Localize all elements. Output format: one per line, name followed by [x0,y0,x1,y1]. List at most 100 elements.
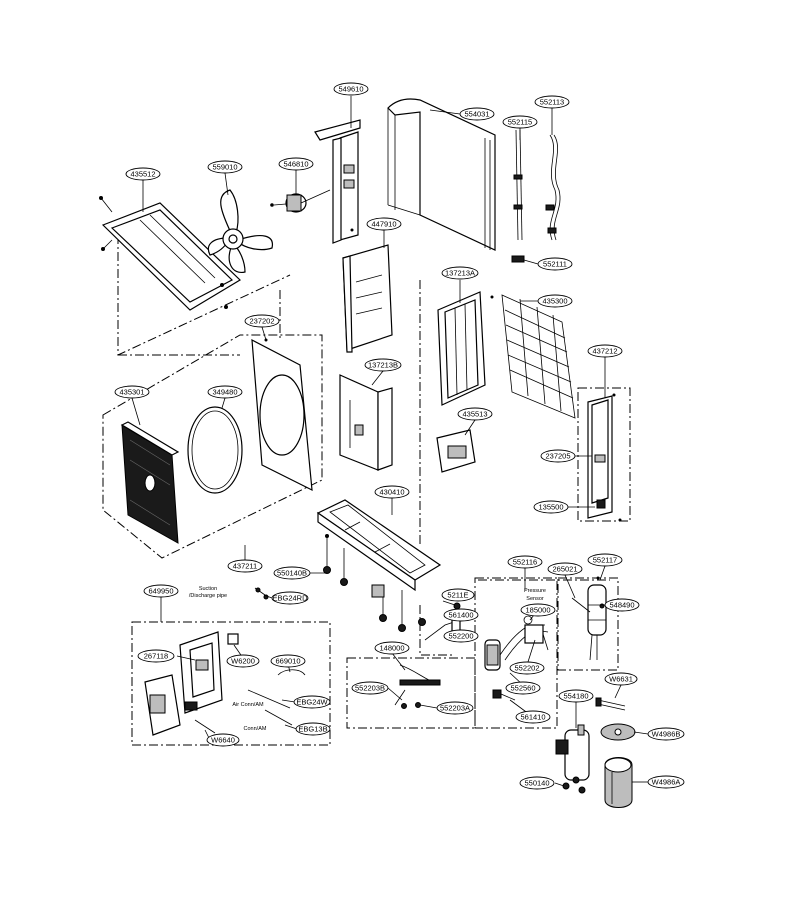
notes: Suction /Discharge pipe Pressure Sensor … [189,586,546,732]
svg-text:447910: 447910 [371,220,396,229]
label-552203A: 552203A [436,701,474,715]
svg-text:552200: 552200 [448,632,473,641]
svg-text:185000: 185000 [525,606,550,615]
svg-text:265021: 265021 [552,565,577,574]
label-W4986A: W4986A [647,775,685,789]
label-552203B: 552203B [351,681,389,695]
label-554180: 554180 [558,689,594,703]
label-561410: 561410 [515,710,551,724]
svg-text:552203A: 552203A [440,704,470,713]
svg-text:552111: 552111 [543,260,567,269]
svg-text:W6200: W6200 [231,657,255,666]
svg-text:435301: 435301 [119,388,144,397]
label-185000: 185000 [520,603,556,617]
label-437212: 437212 [587,344,623,358]
fitting-group-part [394,614,461,709]
svg-text:W6640: W6640 [211,736,235,745]
suction-pipe-part [254,587,269,600]
label-552113: 552113 [534,95,570,109]
label-546810: 546810 [278,157,314,171]
label-552202: 552202 [509,661,545,675]
note-air-conn: Air Conn/AM [232,702,264,708]
svg-text:550140B: 550140B [277,569,307,578]
part-labels: 549610 554031 552115 552113 435512 55901… [114,82,685,790]
label-W6640: W6640 [206,733,240,747]
svg-text:561410: 561410 [520,713,545,722]
fan-shroud-part [251,338,313,492]
label-559010: 559010 [207,160,243,174]
label-649950: 649950 [143,584,179,598]
svg-text:435300: 435300 [542,297,567,306]
label-237202: 237202 [244,314,280,328]
svg-text:437212: 437212 [592,347,617,356]
note-discharge-pipe: /Discharge pipe [189,593,227,599]
label-447910: 447910 [366,217,402,231]
side-frame-part [587,393,622,522]
svg-text:554180: 554180 [563,692,588,701]
label-W4986B: W4986B [647,727,685,741]
svg-text:W4986B: W4986B [652,730,681,739]
svg-text:552203B: 552203B [355,684,385,693]
heater-part [595,697,636,741]
svg-text:552113: 552113 [540,98,564,107]
front-cabinet-part [120,421,180,544]
svg-text:552117: 552117 [593,556,617,565]
note-pressure: Pressure [524,588,546,594]
label-554031: 554031 [459,107,495,121]
leader-lines [131,96,649,787]
condenser-coil-part [387,98,496,251]
svg-text:349480: 349480 [212,388,237,397]
svg-text:549610: 549610 [338,85,363,94]
label-349480: 349480 [207,385,243,399]
propeller-fan-part [207,189,273,273]
group-boundaries [102,235,631,746]
label-430410: 430410 [374,485,410,499]
svg-text:430410: 430410 [379,488,404,497]
partition-plate-part [342,244,393,353]
svg-text:552560: 552560 [510,684,535,693]
label-137213B: 137213B [364,358,402,372]
label-552560: 552560 [505,681,541,695]
svg-text:135500: 135500 [538,503,563,512]
terminal-cover-part [436,429,476,473]
rear-grille-part [437,291,494,406]
label-552200: 552200 [443,629,479,643]
label-267118: 267118 [137,649,175,663]
label-W6631: W6631 [604,672,638,686]
base-pan-part [316,499,442,632]
svg-text:5211E: 5211E [447,591,468,600]
label-EBG24W: EBG24W [293,695,331,709]
svg-text:EBG24W: EBG24W [296,698,328,707]
label-548490: 548490 [604,598,640,612]
label-561400: 561400 [443,608,479,622]
piping-assembly-part [511,129,561,263]
top-cover-part [99,196,241,311]
wire-guard-part [501,294,576,419]
label-549610: 549610 [333,82,369,96]
label-669010: 669010 [270,654,306,668]
sound-jacket-part [604,757,633,808]
motor-bracket-part [314,119,361,244]
svg-text:435512: 435512 [130,170,155,179]
label-550140B: 550140B [273,566,311,580]
label-435301: 435301 [114,385,150,399]
svg-text:EBG13B: EBG13B [298,725,327,734]
fan-guard-ring-part [187,406,243,494]
svg-text:W6631: W6631 [609,675,633,684]
label-265021: 265021 [547,562,583,576]
control-box-part [144,631,306,736]
svg-text:137213A: 137213A [445,269,475,278]
label-435513: 435513 [457,407,493,421]
label-435512: 435512 [125,167,161,181]
svg-text:148000: 148000 [379,644,404,653]
compressor-part [555,724,590,794]
note-conn-am: Conn/AM [244,726,267,732]
label-552116: 552116 [507,555,543,569]
svg-text:267118: 267118 [144,652,168,661]
label-148000: 148000 [374,641,410,655]
label-137213A: 137213A [441,266,479,280]
label-552115: 552115 [502,115,538,129]
label-5211E: 5211E [441,588,475,602]
